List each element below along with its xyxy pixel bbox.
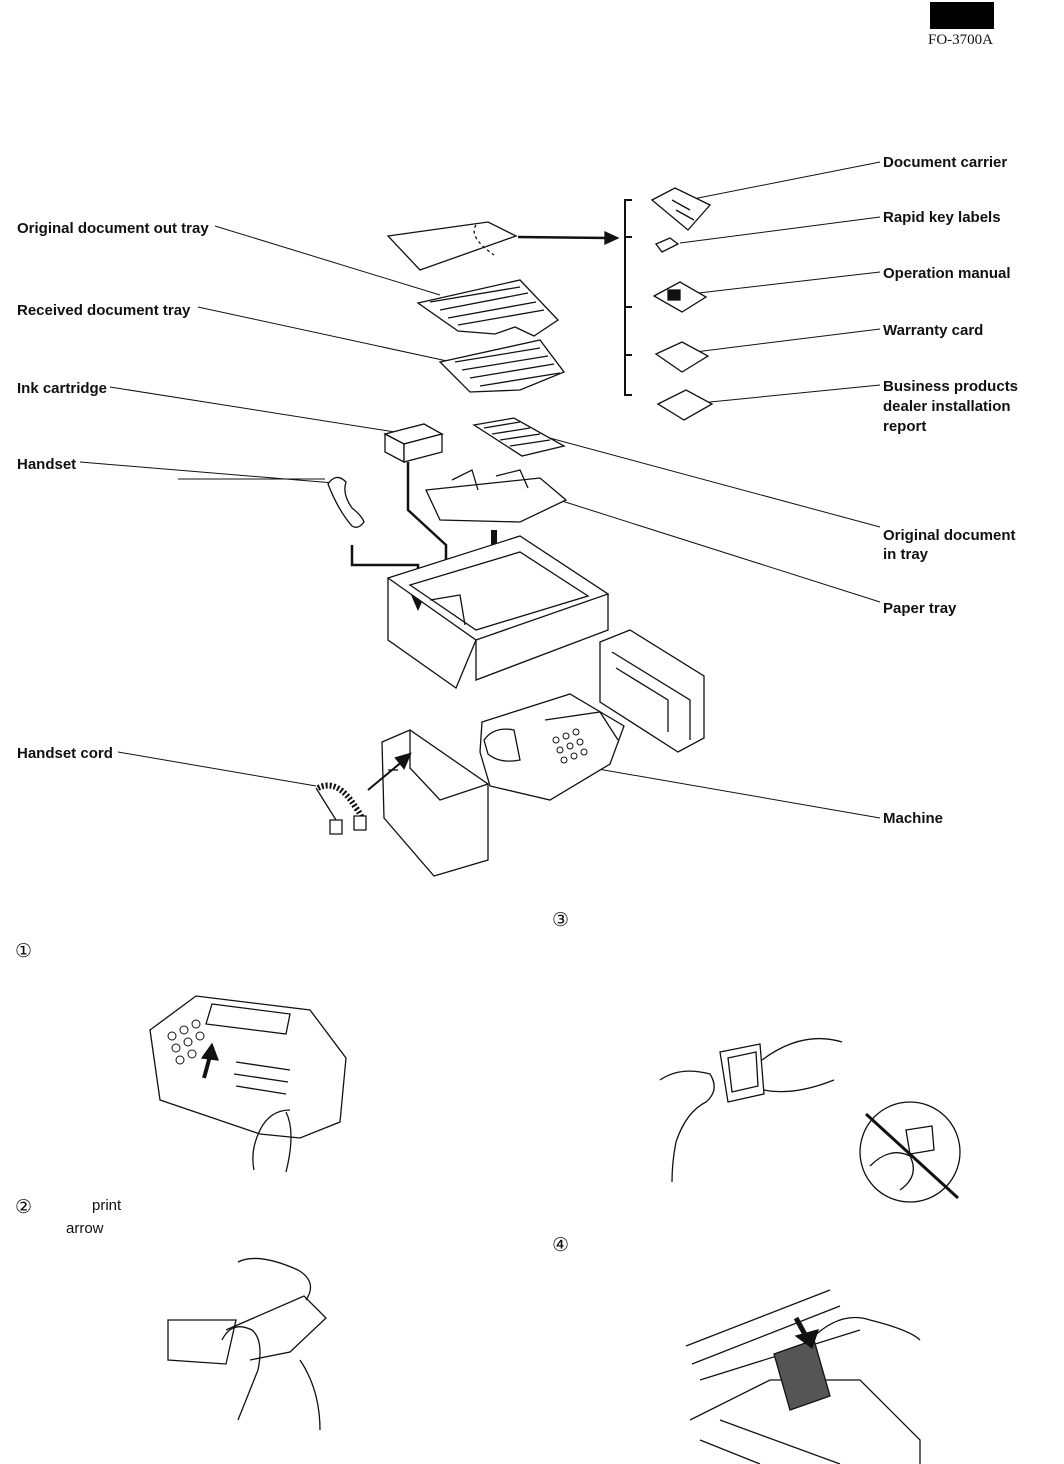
- label-paper-tray: Paper tray: [883, 600, 957, 617]
- step-2-marker: ②: [15, 1196, 33, 1218]
- label-dealer-installation: dealer installation: [883, 398, 1011, 415]
- original-in-tray-drawing: [474, 418, 564, 456]
- header-black-box: [930, 2, 994, 29]
- packing-block-front-drawing: [382, 730, 488, 876]
- step2-illustration: [168, 1258, 326, 1430]
- leader-lines: [80, 162, 880, 818]
- step-4-marker: ④: [552, 1234, 570, 1256]
- ink-cartridge-drawing: [385, 424, 442, 462]
- label-operation-manual: Operation manual: [883, 265, 1011, 282]
- label-document-carrier: Document carrier: [883, 154, 1008, 171]
- out-tray-drawing: [418, 280, 558, 336]
- machine-drawing: [480, 694, 624, 800]
- label-original-out-tray: Original document out tray: [17, 220, 209, 237]
- label-original-document: Original document: [883, 527, 1016, 544]
- received-tray-drawing: [440, 340, 564, 392]
- step3-illustration: [660, 1039, 960, 1202]
- step-2-text-print: print: [92, 1197, 122, 1214]
- packing-block-right-drawing: [600, 630, 704, 752]
- label-handset: Handset: [17, 456, 77, 473]
- document-carrier-drawing: [388, 222, 516, 270]
- accessory-bracket: [625, 200, 632, 395]
- step4-illustration: [686, 1290, 920, 1464]
- label-rapid-key-labels: Rapid key labels: [883, 209, 1001, 226]
- label-handset-cord: Handset cord: [17, 745, 113, 762]
- paper-tray-drawing: [426, 470, 566, 522]
- label-ink-cartridge: Ink cartridge: [17, 380, 108, 397]
- label-in-tray: in tray: [883, 546, 929, 563]
- step-3-marker: ③: [552, 909, 570, 931]
- label-report: report: [883, 418, 927, 435]
- label-machine: Machine: [883, 810, 944, 827]
- carrier-arrow: [518, 232, 618, 244]
- model-number: FO-3700A: [928, 32, 994, 48]
- label-business-products: Business products: [883, 378, 1019, 395]
- packing-base-drawing: [388, 536, 608, 688]
- handset-cord-drawing: [316, 786, 366, 835]
- label-received-tray: Received document tray: [17, 302, 191, 319]
- label-warranty-card: Warranty card: [883, 322, 984, 339]
- handset-drawing: [328, 477, 364, 527]
- accessory-drawings: [652, 188, 712, 420]
- step-2-text-arrow: arrow: [66, 1220, 104, 1237]
- step1-illustration: [150, 996, 346, 1172]
- step-1-marker: ①: [15, 940, 33, 962]
- block-arrow: [368, 754, 410, 790]
